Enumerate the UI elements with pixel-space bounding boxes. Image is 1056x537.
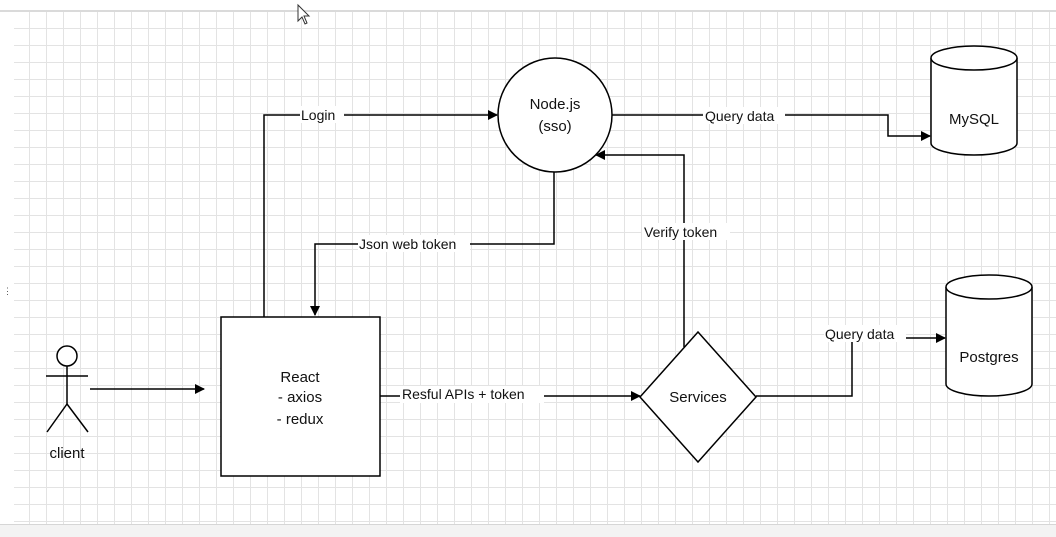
node-react[interactable]: React - axios - redux — [220, 316, 381, 477]
label-login: Login — [301, 107, 335, 123]
client-label: client — [49, 445, 85, 462]
nodejs-title: Node.js — [530, 96, 581, 113]
bottom-scrollbar[interactable] — [0, 524, 1056, 537]
react-title: React — [280, 369, 320, 386]
resize-handle-icon[interactable]: ⋮ — [3, 286, 12, 296]
edge-verify-token[interactable] — [595, 150, 685, 347]
label-query-data-postgres: Query data — [825, 326, 894, 342]
edge-login[interactable] — [263, 110, 498, 317]
mysql-label: MySQL — [949, 111, 999, 128]
react-item-axios: - axios — [278, 389, 322, 406]
node-mysql-database[interactable]: MySQL — [930, 45, 1018, 156]
toolbar-divider — [0, 10, 1056, 12]
edge-label-backgrounds — [300, 106, 906, 403]
label-json-web-token: Json web token — [359, 236, 456, 252]
nodejs-subtitle: (sso) — [538, 118, 571, 135]
label-resful-apis: Resful APIs + token — [402, 386, 525, 402]
mouse-cursor-icon — [297, 3, 311, 25]
label-verify-token: Verify token — [644, 224, 717, 240]
edge-query-postgres[interactable] — [756, 333, 946, 397]
label-query-data-mysql: Query data — [705, 108, 774, 124]
react-item-redux: - redux — [277, 411, 324, 428]
node-nodejs[interactable]: Node.js (sso) — [497, 57, 613, 173]
node-services[interactable]: Services — [638, 330, 758, 464]
node-postgres-database[interactable]: Postgres — [945, 274, 1033, 397]
postgres-label: Postgres — [959, 349, 1018, 366]
services-label: Services — [669, 389, 727, 406]
actor-head — [56, 345, 78, 367]
actor-client[interactable] — [46, 345, 89, 433]
